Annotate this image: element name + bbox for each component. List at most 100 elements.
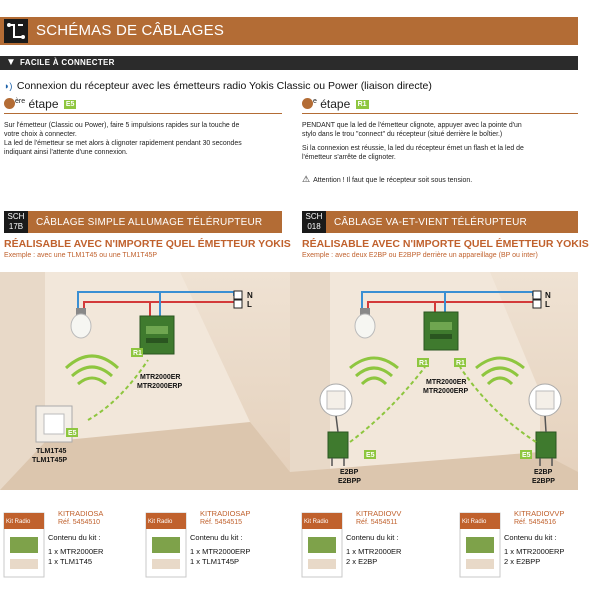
- terminal-n: [532, 290, 542, 300]
- label-l: L: [545, 300, 550, 309]
- schema-code: SCH 17B: [4, 211, 28, 233]
- kit-box-brand: Kit Radio: [148, 519, 173, 525]
- radio-wave-icon: [349, 356, 399, 386]
- kit-item: 1 x MTR2000ER: [346, 547, 402, 556]
- wiring-icon: [4, 19, 28, 43]
- kit-card: Kit Radio KITRADIOSA Réf. 5454510 Conten…: [2, 505, 142, 595]
- step-2-label: étape: [320, 97, 351, 111]
- step-1-heading: ère étape E5: [4, 97, 77, 111]
- room-back-wall: [330, 272, 540, 490]
- step-1-line: La led de l'émetteur se met alors à clig…: [4, 140, 242, 147]
- kit-item: 2 x E2BPP: [504, 557, 541, 566]
- schema-17b-header: SCH 17B CÂBLAGE SIMPLE ALLUMAGE TÉLÉRUPT…: [4, 211, 282, 233]
- label-r1-left: R1: [419, 360, 428, 367]
- step-2-line: Si la connexion est réussie, la led du r…: [302, 145, 524, 152]
- schema-018-realisable: RÉALISABLE AVEC N'IMPORTE QUEL ÉMETTEUR …: [302, 238, 589, 250]
- r1-badge-left: [417, 358, 429, 367]
- warning-note: ⚠Attention ! Il faut que le récepteur so…: [302, 174, 472, 185]
- step-2-line: stylo dans le trou "connect" du récepteu…: [302, 131, 503, 138]
- terminal-l: [233, 299, 243, 309]
- label-r1-right: R1: [456, 360, 465, 367]
- kit-contenu: Contenu du kit :: [346, 533, 399, 542]
- subheader-bar: ▼ FACILE À CONNECTER: [0, 56, 578, 70]
- step-2-heading: e étape R1: [302, 97, 369, 111]
- wire-live: [83, 301, 234, 308]
- label-n: N: [545, 291, 551, 300]
- step-1-sup: ère: [15, 98, 26, 105]
- label-emitter-left-2: E2BPP: [338, 478, 361, 485]
- warning-icon: ⚠: [302, 174, 311, 184]
- label-e5: E5: [68, 430, 77, 437]
- section-header: SCHÉMAS DE CÂBLAGES: [0, 17, 578, 45]
- receiver-module: [423, 311, 459, 351]
- step-2-badge: R1: [355, 100, 369, 109]
- kit-box-image: Kit Radio: [459, 512, 501, 578]
- schema-code-line: SCH: [7, 212, 25, 221]
- schema-code-line: 17B: [8, 222, 24, 231]
- kit-ref: Réf. 5454515: [200, 519, 243, 526]
- kit-name: KITRADIOSAP: [200, 509, 251, 518]
- step-2-sup: e: [313, 98, 317, 105]
- kit-ref: Réf. 5454510: [58, 519, 101, 526]
- step-1-line: indiquant ainsi l'attente d'une connexio…: [4, 149, 128, 156]
- label-emitter-right-1: E2BP: [534, 469, 553, 476]
- kit-item: 1 x TLM1T45P: [190, 557, 240, 566]
- terminal-n: [233, 290, 243, 300]
- light-bulb-icon: [354, 308, 376, 339]
- kit-contenu: Contenu du kit :: [48, 533, 101, 542]
- schema-17b-realisable: RÉALISABLE AVEC N'IMPORTE QUEL ÉMETTEUR …: [4, 238, 291, 250]
- e5-badge: [66, 428, 78, 437]
- kit-name: KITRADIOSA: [58, 509, 104, 518]
- page-title: SCHÉMAS DE CÂBLAGES: [36, 22, 225, 39]
- connexion-line: ◗) Connexion du récepteur avec les émett…: [4, 80, 432, 92]
- schema-code-line: SCH: [305, 212, 323, 221]
- r1-badge: [131, 348, 143, 357]
- label-emitter-left-1: E2BP: [340, 469, 359, 476]
- schema-17b-exemple: Exemple : avec une TLM1T45 ou une TLM1T4…: [4, 252, 158, 259]
- room-left-wall: [290, 272, 330, 490]
- label-r1: R1: [133, 350, 142, 357]
- kit-item: 2 x E2BP: [346, 557, 378, 566]
- kit-card: Kit Radio KITRADIOVV Réf. 5454511 Conten…: [300, 505, 440, 595]
- step-number-icon: [4, 98, 15, 109]
- kit-contenu: Contenu du kit :: [504, 533, 557, 542]
- label-n: N: [247, 291, 253, 300]
- label-l: L: [247, 300, 252, 309]
- kit-box-brand: Kit Radio: [6, 519, 31, 525]
- kit-name: KITRADIOVV: [356, 509, 402, 518]
- kit-box-image: Kit Radio: [145, 512, 187, 578]
- diagram-simple-allumage: N L R1 MTR2000ER MTR2000ERP E5: [0, 272, 290, 490]
- label-e5-right: E5: [522, 452, 531, 459]
- kit-box-brand: Kit Radio: [462, 519, 487, 525]
- kit-box-brand: Kit Radio: [304, 519, 329, 525]
- schema-018-header: SCH 018 CÂBLAGE VA-ET-VIENT TÉLÉRUPTEUR: [302, 211, 578, 233]
- kit-item: 1 x TLM1T45: [48, 557, 93, 566]
- e5-badge-right: [520, 450, 532, 459]
- wall-switch-left: [319, 383, 353, 417]
- step-1-badge: E5: [63, 100, 77, 109]
- label-e5-left: E5: [366, 452, 375, 459]
- kit-name: KITRADIOVVP: [514, 509, 565, 518]
- step-2-line: PENDANT que la led de l'émetteur clignot…: [302, 122, 522, 129]
- wire-live: [367, 301, 533, 308]
- warning-text: Attention ! Il faut que le récepteur soi…: [313, 177, 473, 184]
- radio-wave-icon: [475, 356, 525, 386]
- kit-ref: Réf. 5454511: [356, 519, 398, 526]
- light-bulb-icon: [70, 308, 92, 339]
- schema-018-exemple: Exemple : avec deux E2BP ou E2BPP derriè…: [302, 252, 538, 259]
- r1-badge-right: [454, 358, 466, 367]
- step-2-text: PENDANT que la led de l'émetteur clignot…: [302, 121, 582, 162]
- schema-title: CÂBLAGE SIMPLE ALLUMAGE TÉLÉRUPTEUR: [36, 217, 263, 228]
- kit-card: Kit Radio KITRADIOSAP Réf. 5454515 Conte…: [144, 505, 290, 595]
- switch-wire-right: [544, 415, 547, 433]
- label-emitter-1: TLM1T45: [36, 448, 66, 455]
- room-floor: [290, 452, 578, 490]
- wall-switch-right: [528, 383, 562, 417]
- switch-wire-left: [335, 415, 339, 433]
- radio-wave-icon: ◗): [4, 81, 13, 91]
- step-2-line: l'émetteur s'arrête de clignoter.: [302, 154, 396, 161]
- label-emitter-right-2: E2BPP: [532, 478, 555, 485]
- radio-wave-icon: [64, 354, 120, 386]
- step-2-rule: [302, 113, 578, 114]
- kit-contenu: Contenu du kit :: [190, 533, 243, 542]
